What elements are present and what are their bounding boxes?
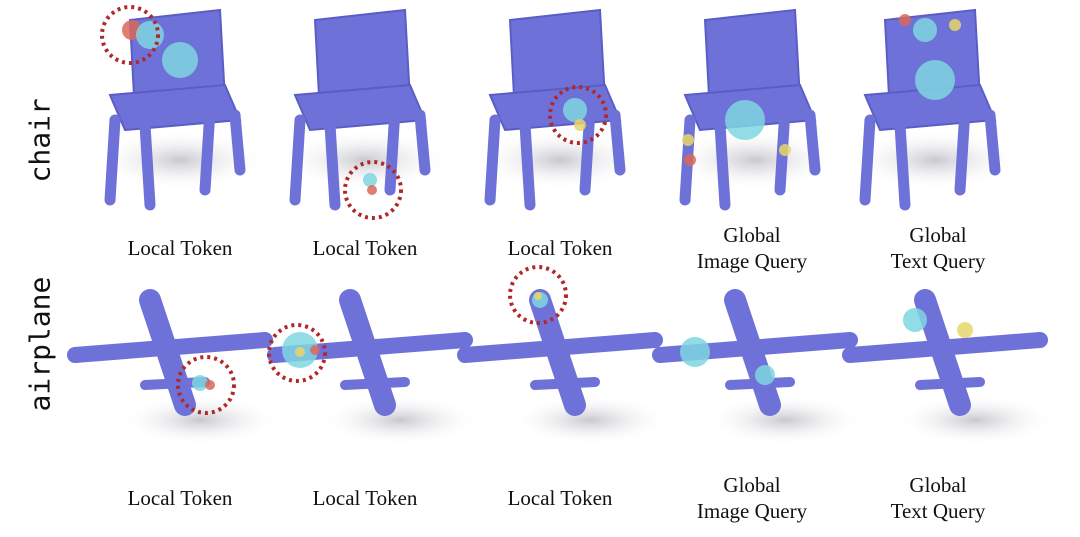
chair-leg (199, 104, 216, 196)
chair-leg (104, 114, 121, 206)
heat-spot (899, 14, 911, 26)
chair-leg (229, 109, 246, 176)
caption-chair-1: Local Token (127, 236, 233, 260)
heat-spot (162, 42, 198, 78)
highlight-circle (548, 85, 608, 145)
chair-seat (108, 83, 242, 132)
shadow (705, 395, 865, 445)
heat-spot (192, 375, 208, 391)
heat-spot (310, 345, 320, 355)
heat-spot (903, 308, 927, 332)
airplane-tail (530, 377, 600, 390)
row-label-chair: chair (23, 98, 57, 183)
caption-airplane-3: Local Token (507, 486, 613, 510)
shadow (120, 395, 280, 445)
heat-spot (725, 100, 765, 140)
shadow (895, 395, 1055, 445)
heat-spot (563, 98, 587, 122)
heat-spot (779, 144, 791, 156)
chair-leg (324, 119, 341, 211)
shadow (475, 130, 645, 190)
heat-spot (363, 173, 377, 187)
chair-leg (859, 114, 876, 206)
chair-leg (984, 109, 1001, 176)
heat-spot (755, 365, 775, 385)
chair-seat (293, 83, 427, 132)
shadow (95, 130, 265, 190)
highlight-circle (100, 5, 160, 65)
heat-spot (574, 119, 586, 131)
chair-leg (714, 119, 731, 211)
heat-spot (680, 337, 710, 367)
airplane-tail (915, 377, 985, 390)
shadow (850, 130, 1020, 190)
chair-leg (414, 109, 431, 176)
caption-chair-2: Local Token (312, 236, 418, 260)
heat-spot (367, 185, 377, 195)
chair-leg (804, 109, 821, 176)
shadow (280, 130, 450, 190)
shadow (670, 130, 840, 190)
heat-spot (684, 154, 696, 166)
heat-spot (915, 60, 955, 100)
chair-leg (289, 114, 306, 206)
heat-spot (295, 347, 305, 357)
highlight-circle (508, 265, 568, 325)
heat-spot (957, 322, 973, 338)
chair-leg (609, 109, 626, 176)
heat-spot (534, 292, 542, 300)
caption-airplane-2: Local Token (312, 486, 418, 510)
chair-leg (519, 119, 536, 211)
chair-leg (384, 104, 401, 196)
chair-leg (484, 114, 501, 206)
heat-spot (682, 134, 694, 146)
chair-leg (954, 104, 971, 196)
caption-chair-3: Local Token (507, 236, 613, 260)
chair-leg (894, 119, 911, 211)
caption-airplane-1: Local Token (127, 486, 233, 510)
highlight-circle (176, 355, 236, 415)
chair-leg (579, 104, 596, 196)
airplane-tail (340, 377, 410, 390)
heat-spot (913, 18, 937, 42)
heat-spot (949, 19, 961, 31)
shadow (320, 395, 480, 445)
chair-leg (139, 119, 156, 211)
heat-spot (205, 380, 215, 390)
row-label-airplane: airplane (23, 276, 57, 412)
chair-seat (488, 83, 622, 132)
highlight-circle (267, 323, 327, 383)
shadow (510, 395, 670, 445)
highlight-circle (343, 160, 403, 220)
